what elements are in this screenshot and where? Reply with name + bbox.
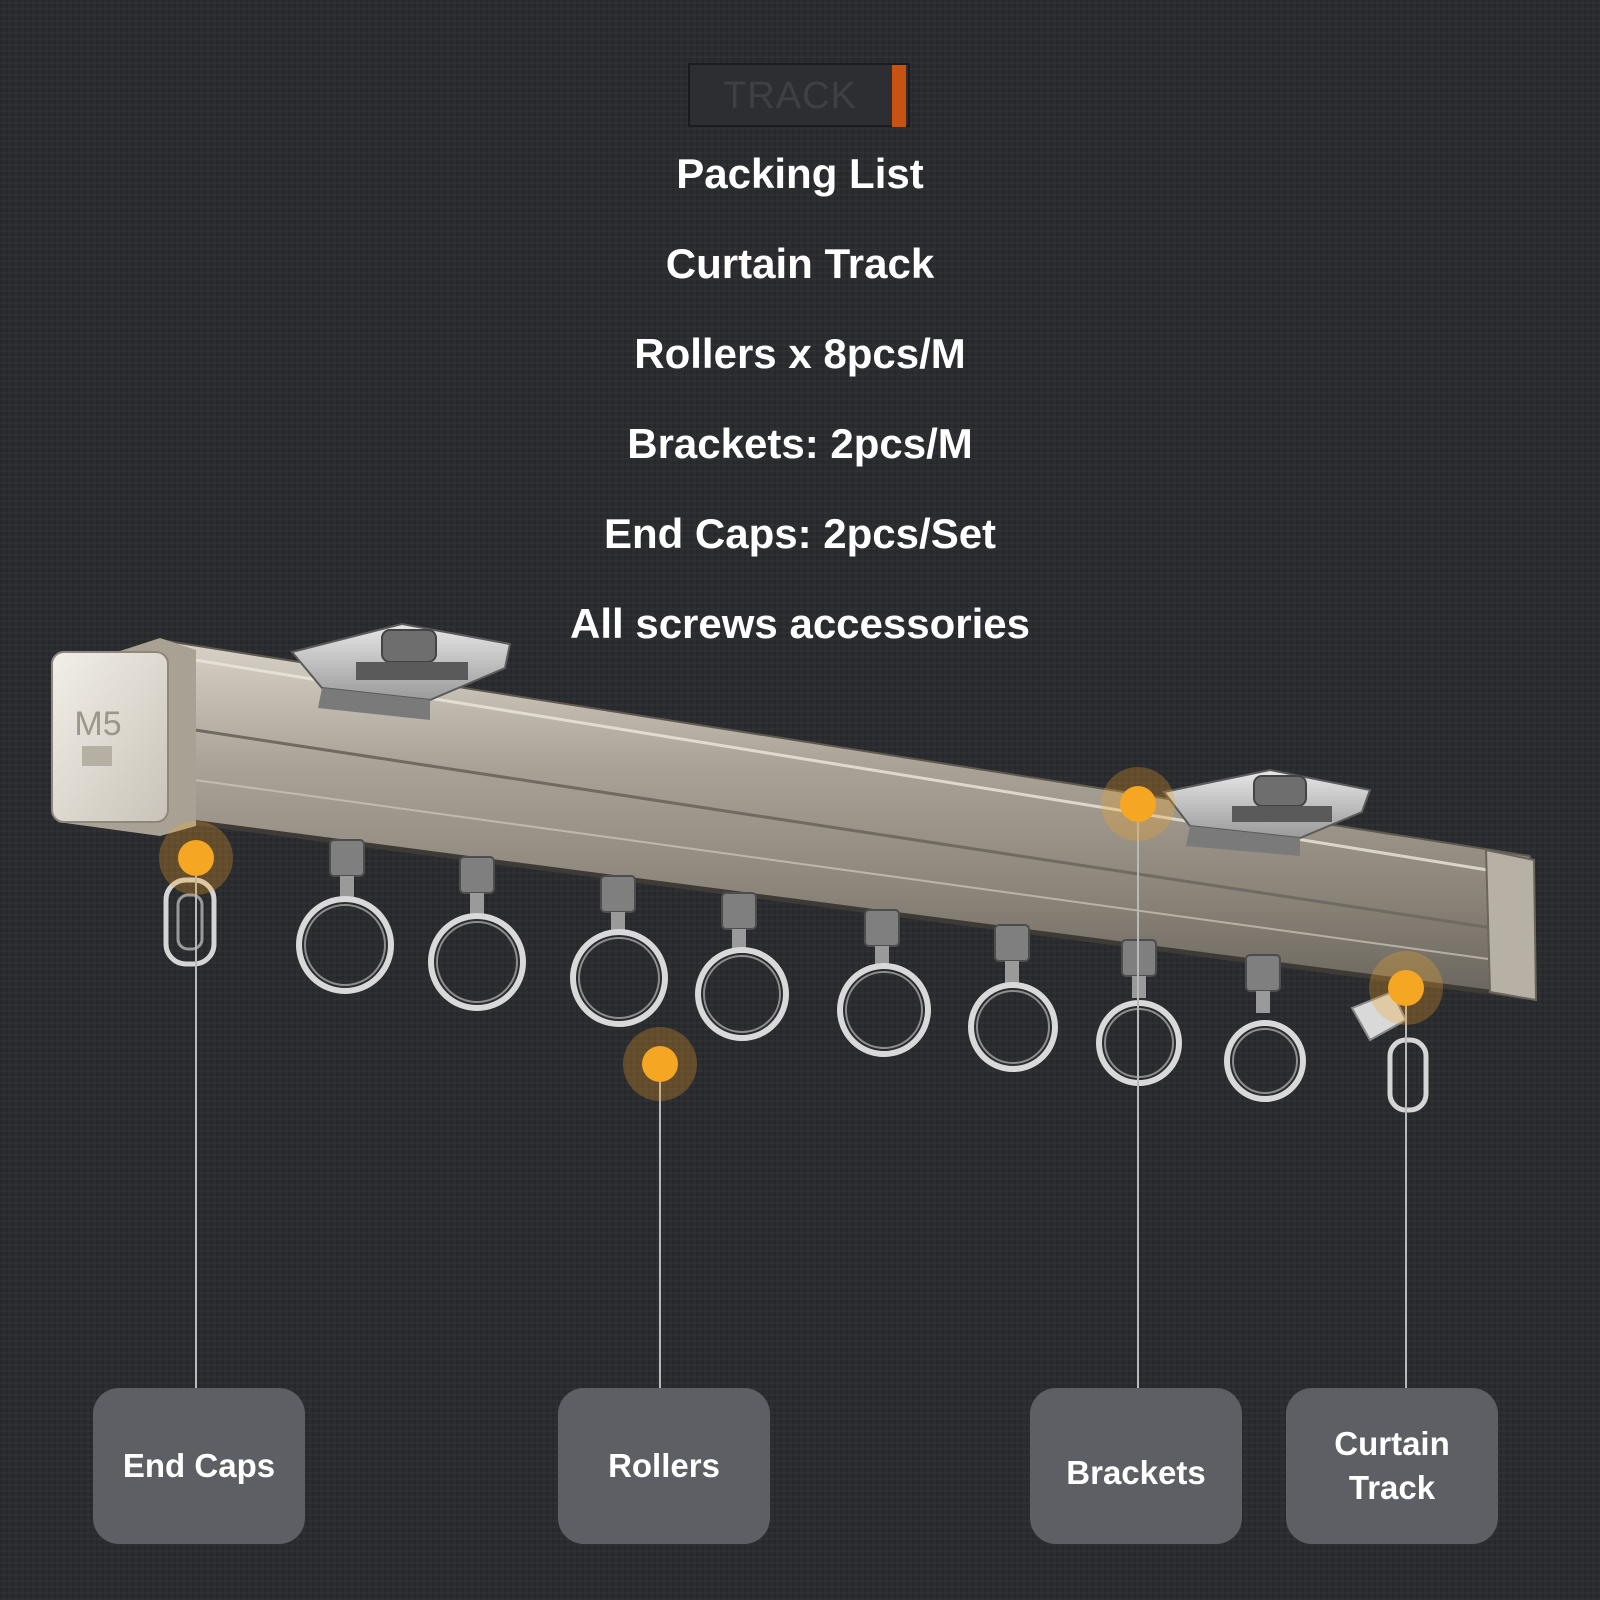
callout-brackets: Brackets	[1030, 1388, 1242, 1544]
packing-list-item-curtain-track: Curtain Track	[665, 240, 935, 287]
callout-rollers-label: Rollers	[608, 1447, 720, 1484]
callout-end-caps: End Caps	[93, 1388, 305, 1544]
track-badge-text: TRACK	[723, 75, 857, 117]
end-cap-hook-left	[163, 877, 217, 967]
track-bottom-channel	[159, 815, 1535, 1001]
callout-rollers: Rollers	[558, 1388, 770, 1544]
bracket-left	[290, 622, 512, 720]
track-groove	[194, 779, 1511, 963]
packing-list-item-brackets: Brackets: 2pcs/M	[627, 420, 973, 467]
callout-curtain-track-line2: Track	[1348, 1469, 1436, 1506]
callout-curtain-track: Curtain Track	[1286, 1388, 1498, 1544]
packing-list-title: Packing List	[676, 150, 924, 197]
marker-brackets	[1101, 767, 1175, 841]
track-badge: TRACK	[688, 63, 910, 127]
roller-4	[695, 892, 789, 1041]
packing-list-item-screws: All screws accessories	[570, 600, 1030, 647]
roller-1	[296, 839, 394, 994]
roller-5	[837, 909, 931, 1057]
marker-rollers	[623, 1027, 697, 1101]
packing-list-item-rollers: Rollers x 8pcs/M	[634, 330, 966, 377]
bracket-right	[1162, 768, 1372, 856]
roller-3	[570, 875, 668, 1027]
end-cap-right	[1484, 848, 1538, 1002]
roller-2	[428, 856, 526, 1011]
end-cap-marking-glyph	[82, 746, 112, 766]
marker-curtain-track	[1369, 951, 1443, 1025]
end-cap-left	[51, 638, 196, 836]
track-badge-accent-bar	[892, 65, 906, 127]
roller-8	[1224, 954, 1306, 1102]
track-groove	[194, 728, 1506, 932]
callout-brackets-label: Brackets	[1066, 1454, 1206, 1491]
packing-list-item-end-caps: End Caps: 2pcs/Set	[603, 510, 997, 557]
marker-end-caps	[159, 821, 233, 895]
roller-6	[968, 924, 1058, 1072]
callout-end-caps-label: End Caps	[122, 1447, 276, 1484]
callout-curtain-track-line1: Curtain	[1334, 1425, 1450, 1462]
end-cap-marking: M5	[74, 705, 121, 743]
